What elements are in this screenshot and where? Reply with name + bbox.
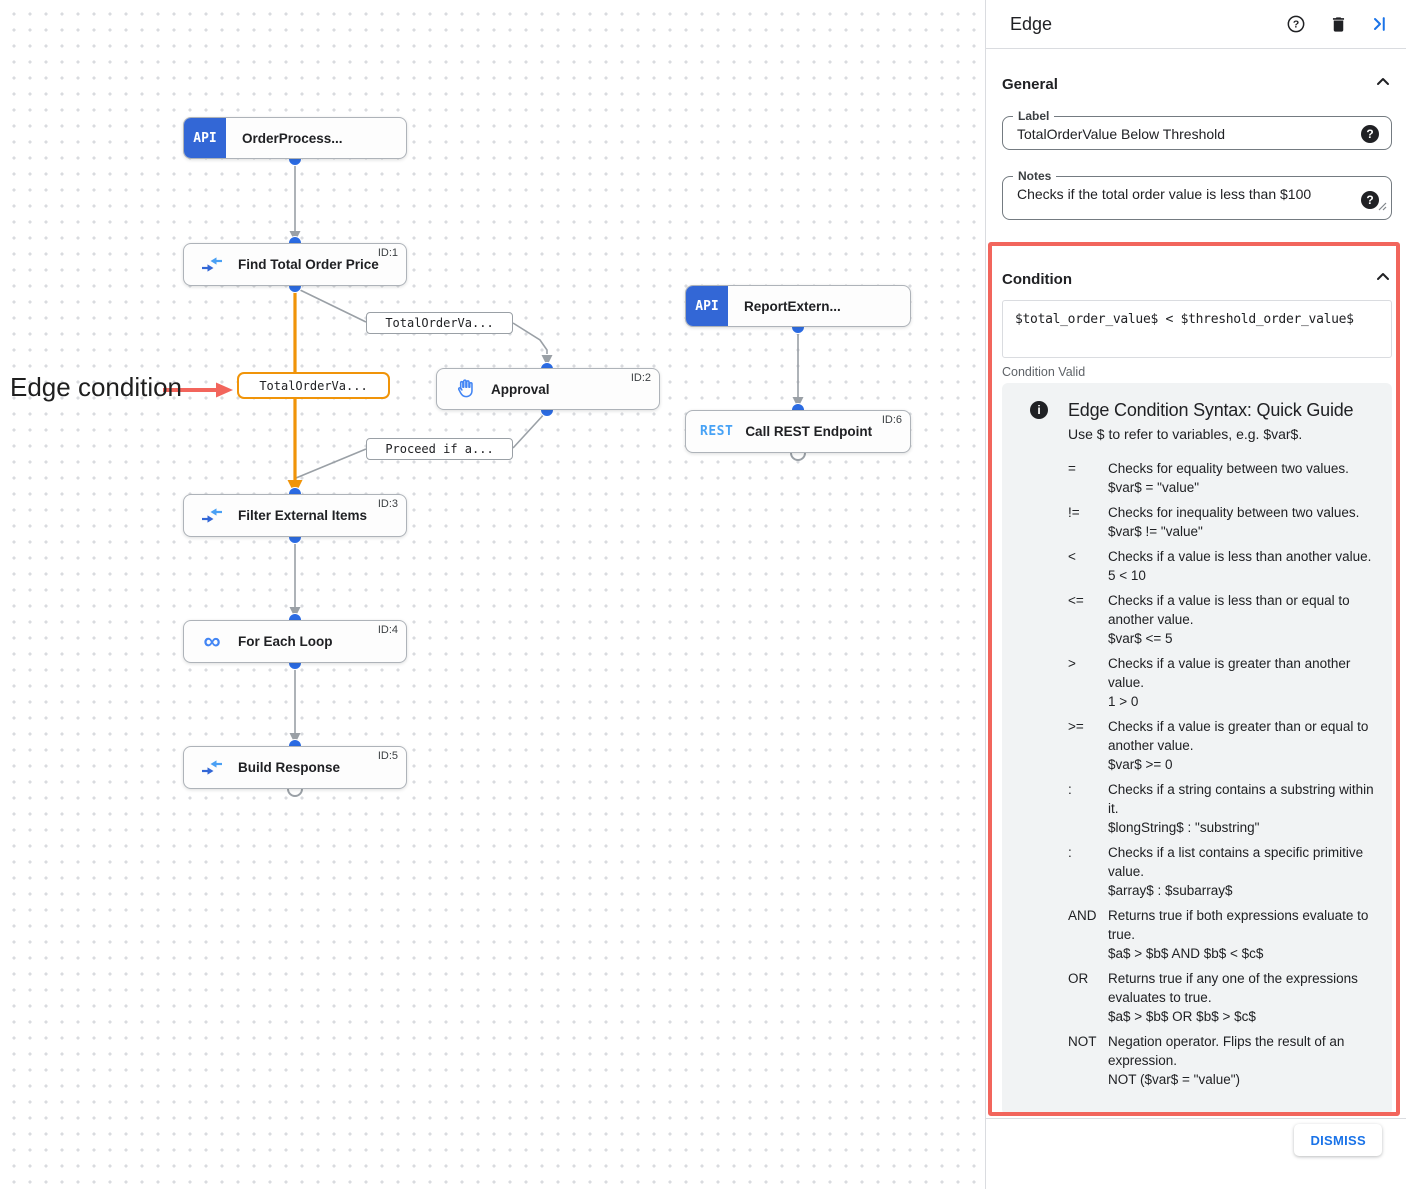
guide-subtitle: Use $ to refer to variables, e.g. $var$.	[1068, 426, 1303, 442]
guide-row: OR Returns true if any one of the expres…	[1068, 971, 1358, 1024]
edge-condition-annotation: Edge condition	[10, 372, 183, 402]
guide-row: >= Checks if a value is greater than or …	[1068, 719, 1369, 772]
node-id-tag: ID:2	[630, 372, 651, 384]
condition-section-title: Condition	[1002, 271, 1072, 288]
node-label: Build Response	[238, 760, 341, 775]
node-id-tag: ID:6	[881, 414, 902, 426]
annotation-arrow	[163, 382, 233, 398]
notes-field[interactable]: Notes Checks if the total order value is…	[1002, 169, 1392, 220]
condition-valid-status: Condition Valid	[1002, 365, 1086, 379]
guide-rows: = Checks for equality between two values…	[1068, 459, 1376, 1089]
node-filter-external-items[interactable]: Filter External Items ID:3	[183, 494, 407, 537]
collapse-right-icon[interactable]	[1370, 14, 1390, 34]
label-field[interactable]: Label ?	[1002, 109, 1392, 150]
guide-row: NOT Negation operator. Flips the result …	[1068, 1034, 1345, 1087]
chevron-up-icon[interactable]	[1374, 73, 1392, 96]
node-id-tag: ID:1	[377, 247, 398, 259]
node-label: ReportExtern...	[744, 298, 841, 314]
chevron-up-icon[interactable]	[1374, 268, 1392, 291]
api-trigger-badge: API	[184, 118, 226, 158]
data-mapping-icon	[200, 760, 224, 775]
infinity-icon: ∞	[203, 627, 221, 655]
notes-field-label: Notes	[1013, 169, 1057, 184]
field-help-icon[interactable]: ?	[1361, 191, 1379, 209]
hand-icon	[453, 378, 477, 400]
edge-label[interactable]: TotalOrderVa...	[366, 312, 513, 334]
guide-row: < Checks if a value is less than another…	[1068, 549, 1372, 583]
flow-edges-layer	[163, 152, 806, 797]
data-mapping-icon	[200, 257, 224, 272]
help-icon[interactable]: ?	[1286, 14, 1306, 34]
node-label: Call REST Endpoint	[745, 424, 873, 439]
node-call-rest-endpoint[interactable]: REST Call REST Endpoint ID:6	[685, 410, 911, 453]
node-id-tag: ID:4	[377, 624, 398, 636]
footer-divider	[986, 1118, 1406, 1119]
rest-badge: REST	[700, 424, 734, 439]
edge-lines	[294, 159, 799, 734]
edge-label-selected[interactable]: TotalOrderVa...	[237, 372, 390, 399]
field-help-icon[interactable]: ?	[1361, 125, 1379, 143]
guide-row: != Checks for inequality between two val…	[1068, 505, 1360, 539]
guide-row: AND Returns true if both expressions eva…	[1068, 908, 1369, 961]
general-section: General Label ? Notes Checks if the tota…	[986, 73, 1406, 220]
guide-row: : Checks if a string contains a substrin…	[1068, 782, 1374, 835]
node-label: Filter External Items	[238, 508, 368, 523]
svg-text:?: ?	[1293, 20, 1299, 31]
node-for-each-loop[interactable]: ∞ For Each Loop ID:4	[183, 620, 407, 663]
node-report-external-trigger[interactable]: API ReportExtern...	[685, 285, 911, 327]
edge-label[interactable]: Proceed if a...	[366, 438, 513, 460]
guide-row: = Checks for equality between two values…	[1068, 461, 1349, 495]
condition-syntax-guide: i Edge Condition Syntax: Quick Guide Use…	[1002, 383, 1392, 1115]
node-approval[interactable]: Approval ID:2	[436, 368, 660, 410]
resize-handle-icon[interactable]	[1378, 198, 1387, 216]
node-order-process-trigger[interactable]: API OrderProcess...	[183, 117, 407, 159]
data-mapping-icon	[200, 508, 224, 523]
node-label: For Each Loop	[238, 634, 333, 649]
guide-row: > Checks if a value is greater than anot…	[1068, 656, 1351, 709]
label-field-label: Label	[1013, 109, 1055, 124]
delete-icon[interactable]	[1328, 14, 1348, 34]
panel-title: Edge	[1010, 13, 1053, 34]
guide-row: <= Checks if a value is less than or equ…	[1068, 593, 1350, 646]
node-build-response[interactable]: Build Response ID:5	[183, 746, 407, 789]
edge-config-panel: Edge ?	[986, 0, 1406, 1189]
node-id-tag: ID:5	[377, 750, 398, 762]
edge-arrowheads	[289, 231, 804, 744]
general-section-title: General	[1002, 76, 1058, 93]
api-trigger-badge: API	[686, 286, 728, 326]
guide-row: : Checks if a list contains a specific p…	[1068, 845, 1364, 898]
panel-header: Edge ?	[986, 0, 1406, 49]
node-label: OrderProcess...	[242, 130, 343, 146]
label-input[interactable]	[1003, 117, 1391, 150]
info-icon: i	[1030, 401, 1048, 419]
condition-section: Condition $total_order_value$ < $thresho…	[986, 268, 1406, 1115]
guide-title: Edge Condition Syntax: Quick Guide	[1068, 400, 1354, 420]
condition-input[interactable]: $total_order_value$ < $threshold_order_v…	[1002, 300, 1392, 358]
node-label: Find Total Order Price	[238, 257, 379, 272]
node-find-total-order-price[interactable]: Find Total Order Price ID:1	[183, 243, 407, 286]
dismiss-button[interactable]: DISMISS	[1294, 1124, 1382, 1156]
notes-input[interactable]: Checks if the total order value is less …	[1017, 186, 1312, 202]
node-id-tag: ID:3	[377, 498, 398, 510]
flow-canvas[interactable]: API OrderProcess... Find Total Order Pri…	[0, 0, 986, 1189]
node-label: Approval	[491, 381, 550, 397]
